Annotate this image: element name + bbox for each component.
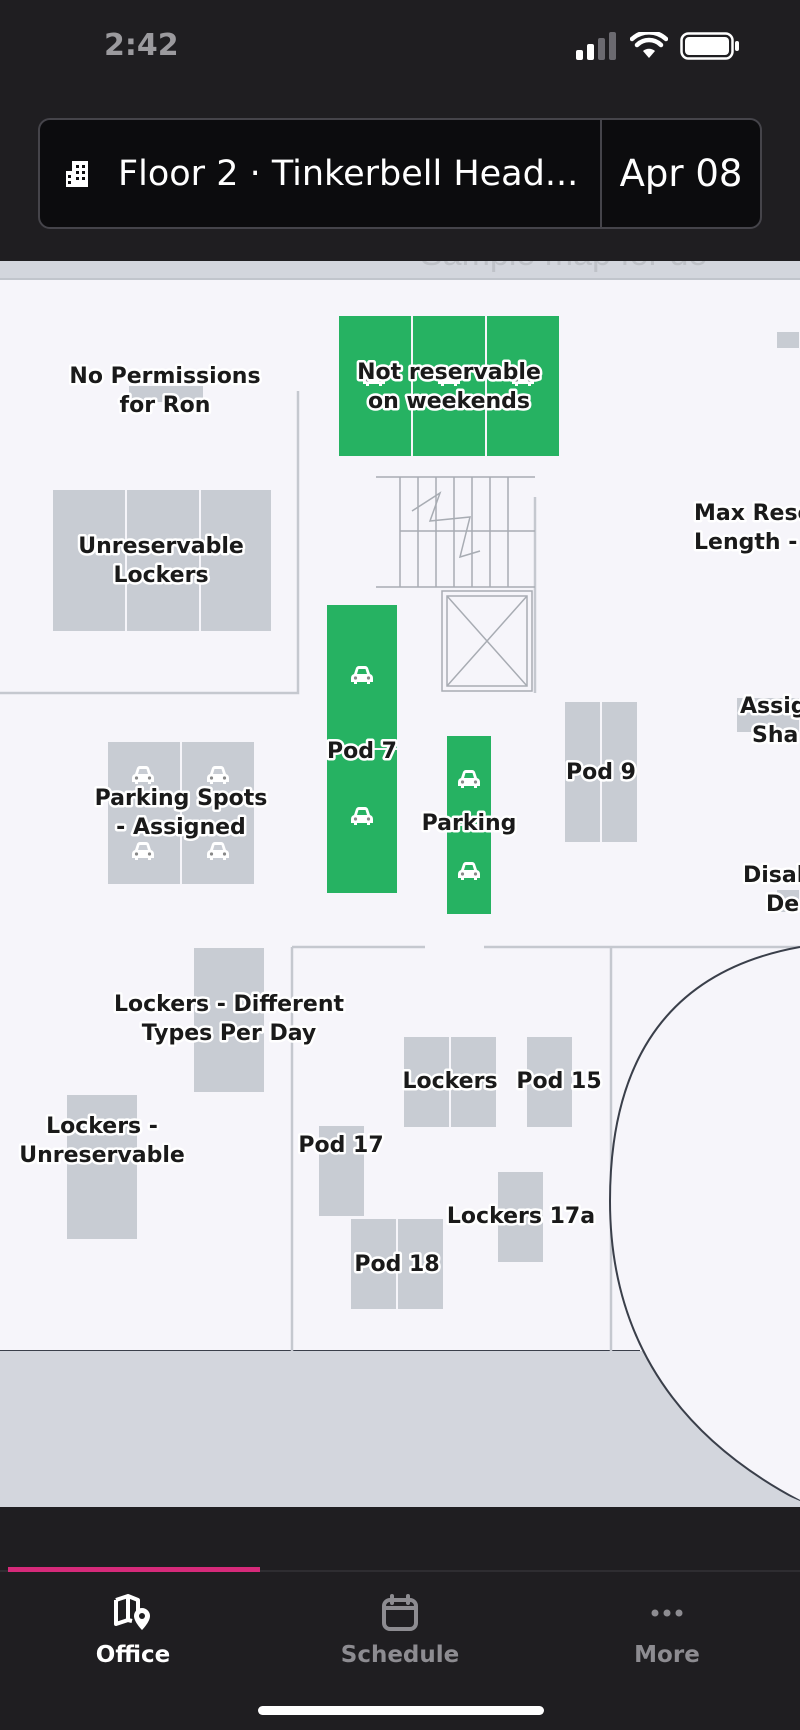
floor-map[interactable]: Sample map for de [0,261,800,1507]
wifi-icon [630,32,668,58]
label-assig-2: Sha [752,723,798,748]
status-time: 2:42 [104,28,179,63]
label-no-permissions-2: for Ron [120,393,211,418]
label-not-reservable-1: Not reservable [357,360,541,385]
label-parking: Parking [422,811,517,836]
tab-office[interactable]: Office [43,1594,223,1668]
floor-label: Floor 2 · Tinkerbell Head... [118,153,579,194]
bottom-tab-bar: Office Schedule More [0,1567,800,1730]
map-watermark-text: Sample map for de [420,261,707,273]
battery-icon [680,32,739,60]
tab-more-label: More [634,1642,700,1668]
label-unreservable-lockers-2: Lockers [113,563,208,588]
round-room [608,946,800,1502]
tab-schedule[interactable]: Schedule [310,1594,490,1668]
label-lockers: Lockers [402,1069,497,1094]
map-labels: No Permissions for Ron Not reservable on… [17,358,800,1280]
label-lockers-unreservable-2: Unreservable [19,1143,185,1168]
label-parking-assigned-1: Parking Spots [95,786,268,811]
label-pod-15: Pod 15 [516,1069,601,1094]
active-tab-indicator [8,1567,260,1572]
label-lockers-different-2: Types Per Day [142,1021,317,1046]
label-parking-assigned-2: - Assigned [116,815,246,840]
label-unreservable-lockers-1: Unreservable [78,534,244,559]
label-disab-2: De [766,892,799,917]
label-lockers-different-1: Lockers - Different [114,992,345,1017]
label-lockers-17a: Lockers 17a [447,1204,595,1229]
floor-selector-button[interactable]: Floor 2 · Tinkerbell Head... [40,120,600,227]
label-pod-9: Pod 9 [566,760,636,785]
label-not-reservable-2: on weekends [368,389,530,414]
date-label: Apr 08 [619,152,743,195]
tab-office-label: Office [95,1642,171,1668]
corridor-bottom [0,1351,800,1507]
label-lockers-unreservable-1: Lockers - [46,1114,158,1139]
date-selector-button[interactable]: Apr 08 [602,120,760,227]
status-bar: 2:42 [0,0,800,100]
building-icon [66,160,88,187]
label-pod-17: Pod 17 [298,1133,383,1158]
office-map-pin-icon [114,1594,150,1630]
label-max-res-1: Max Rese [694,501,800,526]
floor-map-canvas[interactable]: Sample map for de [0,261,800,1507]
calendar-icon [382,1594,418,1631]
home-indicator [258,1706,544,1715]
label-pod-7: Pod 7 [327,739,397,764]
label-pod-18: Pod 18 [354,1252,439,1277]
label-no-permissions-1: No Permissions [69,364,260,389]
stairs [376,476,535,692]
more-dots-icon [651,1609,683,1617]
label-disab-1: Disal [743,863,800,888]
label-assig-1: Assig [740,694,800,719]
floor-date-header: Floor 2 · Tinkerbell Head... Apr 08 [38,118,762,229]
tab-schedule-label: Schedule [340,1642,460,1668]
unavailable-spaces[interactable] [51,330,800,1311]
label-max-res-2: Length - [694,530,797,555]
status-icons [576,32,740,60]
header-divider [600,118,602,229]
cellular-signal-icon [576,32,616,60]
tab-more[interactable]: More [577,1594,757,1668]
walls [0,391,800,1351]
